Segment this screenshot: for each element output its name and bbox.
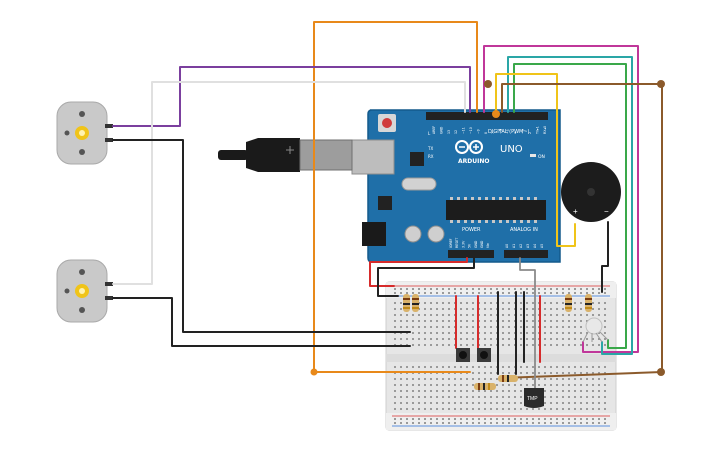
- rgb-led[interactable]: [582, 317, 609, 343]
- pin-label: ~5: [506, 129, 510, 134]
- pin-label: A2: [519, 244, 523, 248]
- on-label: ON: [538, 154, 545, 160]
- wire-magenta: [483, 45, 639, 353]
- resistor-5[interactable]: [474, 383, 496, 390]
- wires: [112, 21, 663, 397]
- pin-label: GND: [474, 240, 478, 248]
- reset-button-cap[interactable]: [382, 118, 392, 128]
- pin-label: ~3: [521, 129, 525, 134]
- rx-label: RX: [428, 154, 434, 159]
- wire-green: [513, 63, 627, 349]
- atmega-chip: [446, 200, 546, 220]
- pin-label: RESET: [455, 238, 459, 248]
- pin-label: 7: [491, 132, 495, 134]
- piezo-buzzer[interactable]: + −: [561, 162, 621, 222]
- wire-end-dot: [492, 110, 500, 118]
- crystal: [401, 177, 437, 191]
- power-header[interactable]: [448, 250, 494, 258]
- usb-port: [351, 139, 395, 175]
- pin-label: Vin: [486, 243, 490, 248]
- digital-label: DIGITAL (PWM~): [488, 129, 530, 135]
- wire-white: [112, 81, 466, 285]
- arduino-logo: [455, 140, 483, 154]
- pin-label: 3.3V: [461, 240, 465, 248]
- resistor-3[interactable]: [565, 294, 572, 312]
- pin-label: ~11: [462, 127, 466, 134]
- dc-motor-2[interactable]: [56, 259, 113, 323]
- capacitor-1: [404, 225, 422, 243]
- wire-black-motor-1: [112, 139, 411, 333]
- pin-label: 12: [454, 130, 458, 134]
- pin-label: GND: [480, 240, 484, 248]
- wire-grey-analog: [519, 257, 536, 397]
- buzzer-plus-label: +: [573, 207, 578, 216]
- pin-label: 13: [447, 130, 451, 134]
- model-label: UNO: [500, 144, 523, 155]
- pin-label: A5: [540, 244, 544, 248]
- temperature-sensor[interactable]: TMP: [524, 388, 544, 408]
- digital-header[interactable]: [426, 112, 548, 120]
- pin-label: A3: [526, 244, 530, 248]
- pin-label: A4: [533, 244, 537, 248]
- tx-label: TX: [427, 146, 433, 151]
- on-led: [530, 154, 536, 157]
- pin-label: IOREF: [449, 238, 453, 248]
- small-chip: [410, 152, 424, 166]
- resistor-4[interactable]: [585, 294, 592, 312]
- arduino-uno-board[interactable]: ARDUINO UNO DIGITAL (PWM~) ON L TX RX PO…: [351, 109, 561, 263]
- wire-end-dot: [310, 368, 318, 376]
- pushbutton-2[interactable]: [477, 348, 491, 362]
- breadboard[interactable]: [385, 281, 617, 431]
- resistor-2[interactable]: [412, 294, 419, 312]
- wire-teal: [507, 56, 633, 355]
- power-label: POWER: [462, 227, 481, 233]
- analog-header[interactable]: [504, 250, 548, 258]
- pin-label: 4: [513, 132, 517, 134]
- pin-label: TX▸1: [536, 126, 540, 135]
- resistor-6[interactable]: [498, 375, 518, 382]
- wire-end-dot: [484, 80, 492, 88]
- usb-cable[interactable]: [218, 138, 353, 172]
- pin-label: 2: [528, 132, 532, 134]
- wire-end-dot: [657, 368, 665, 376]
- l-label: L: [428, 131, 431, 136]
- pin-label: RX◂0: [543, 126, 547, 134]
- buzzer-minus-label: −: [604, 207, 609, 216]
- breadboard-holes: [394, 288, 606, 424]
- brand-label: ARDUINO: [458, 158, 489, 165]
- power-jack: [362, 222, 386, 246]
- pin-label: ~9: [476, 129, 480, 134]
- regulator: [378, 196, 392, 210]
- pin-label: ~10: [469, 127, 473, 134]
- pin-label: GND: [439, 126, 443, 134]
- pin-label: A1: [512, 244, 516, 248]
- pin-label: AREF: [432, 126, 436, 134]
- pushbutton-1[interactable]: [456, 348, 470, 362]
- dc-motor-1[interactable]: [56, 101, 113, 165]
- pin-label: 5V: [468, 243, 472, 248]
- wire-black-buzzer: [601, 221, 609, 293]
- wire-black-gnd: [377, 257, 475, 297]
- wire-orange: [313, 21, 478, 373]
- wire-purple: [112, 66, 471, 127]
- resistor-1[interactable]: [403, 294, 410, 312]
- wire-black-motor-2: [112, 297, 411, 347]
- wire-end-dot: [657, 80, 665, 88]
- pin-label: ~6: [499, 129, 503, 134]
- pin-label: A0: [505, 244, 509, 248]
- chip-pins: [450, 197, 537, 223]
- analog-label: ANALOG IN: [510, 227, 538, 233]
- capacitor-2: [427, 225, 445, 243]
- wire-yellow: [495, 73, 576, 247]
- tmp-label: TMP: [527, 396, 538, 402]
- pin-label: 8: [484, 132, 488, 134]
